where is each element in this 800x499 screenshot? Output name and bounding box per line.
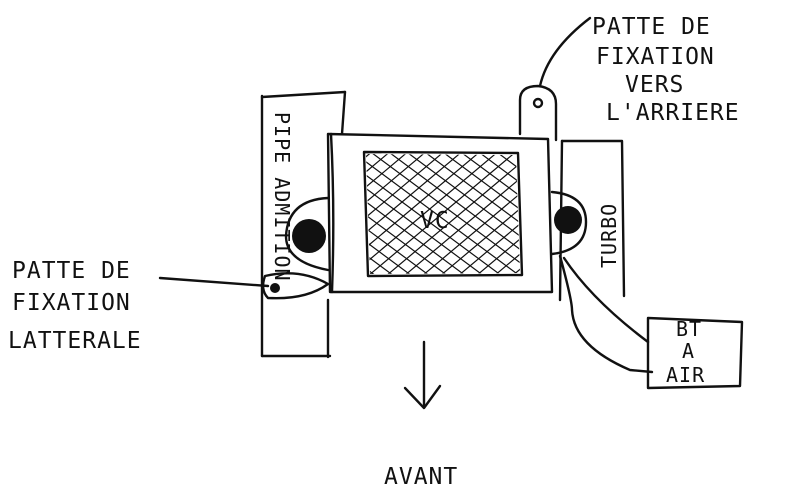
left-mount-boss [284,196,330,272]
side-tab-label-3: LATTERALE [8,328,142,354]
rear-tab-label-3: VERS [625,72,684,98]
hatch-line [366,154,483,274]
hatch-line [385,154,520,274]
hatch-line [475,154,520,274]
hatch-line [366,154,393,274]
hatch-line [475,154,520,274]
hatch-line [366,154,501,274]
hatch-line [366,154,485,274]
airbox-label-3: AIR [666,363,705,387]
hatch-line [457,154,520,274]
lateral-mount-tab [158,272,330,300]
air-box [646,316,744,390]
hatch-line [366,154,431,274]
front-label: AVANT [384,464,458,490]
hatch-line [439,154,520,274]
hatch-line [421,154,520,274]
hatch-line [367,154,520,274]
intake-label: PIPE ADMITION [270,112,294,282]
hatch-line [366,154,411,274]
rear-tab-label-2: FIXATION [596,44,715,70]
rear-mount-tab [518,16,592,142]
hatch-line [439,154,520,274]
hatch-line [367,154,519,274]
airbox-label-1: BT [676,317,702,341]
turbo-label: TURBO [597,203,621,268]
air-hoses [558,254,654,374]
hatch-line [366,154,375,274]
hatch-line [366,154,465,274]
right-mount-boss [550,190,588,256]
hatch-line [366,154,413,274]
intake-pipe [260,90,347,359]
hatch-line [493,154,520,274]
airbox-label-2: A [682,339,695,363]
engine-block [326,132,554,294]
front-arrow [403,340,442,410]
hatch-line [366,154,449,274]
hatch-line [385,154,520,274]
side-tab-label-2: FIXATION [12,290,131,316]
hatch-line [366,154,520,274]
hatch-line [366,154,503,274]
engine-hatch [362,150,524,278]
rear-tab-label-4: L'ARRIERE [606,100,740,126]
hatch-line [511,154,520,274]
hatch-line [366,154,429,274]
hatch-line [403,154,520,274]
side-tab-label-1: PATTE DE [12,258,131,284]
hatch-line [366,154,467,274]
engine-label: VC [420,208,450,234]
hatch-line [366,154,447,274]
hatch-line [421,154,520,274]
hatch-line [403,154,520,274]
rear-tab-label-1: PATTE DE [592,14,711,40]
hatch-line [457,154,520,274]
